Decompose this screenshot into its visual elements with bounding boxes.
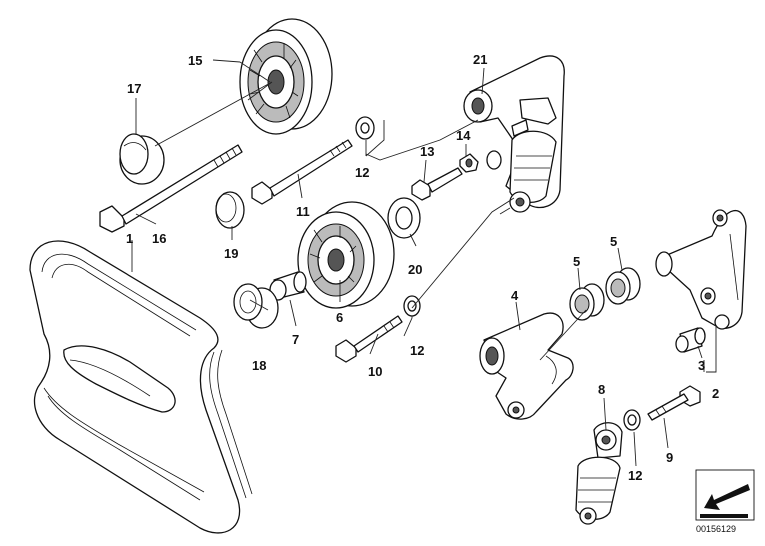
callout-12-top: 12 — [355, 165, 369, 180]
bolt-11[interactable] — [251, 139, 353, 205]
washer-20[interactable] — [387, 197, 421, 239]
callout-12-right: 12 — [628, 468, 642, 483]
callout-18: 18 — [252, 358, 266, 373]
callout-5-right: 5 — [610, 234, 617, 249]
callout-11: 11 — [296, 204, 310, 219]
callout-3: 3 — [698, 358, 705, 373]
idler-pulley-15[interactable] — [239, 18, 333, 135]
callout-1: 1 — [126, 231, 133, 246]
needle-bearing-5-left[interactable] — [569, 283, 605, 321]
callout-6: 6 — [336, 310, 343, 325]
needle-bearing-5-right[interactable] — [605, 267, 641, 305]
washer-12-middle[interactable] — [403, 295, 421, 317]
callout-7: 7 — [292, 332, 299, 347]
idler-pulley-6[interactable] — [297, 201, 395, 309]
dust-cap-17[interactable] — [119, 133, 165, 185]
dust-cap-19[interactable] — [215, 191, 245, 229]
callout-17: 17 — [127, 81, 141, 96]
tensioner-arm-4[interactable] — [479, 312, 574, 420]
callout-19: 19 — [224, 246, 238, 261]
clip-nut-14[interactable] — [459, 153, 479, 173]
belt-tensioner-21[interactable] — [463, 55, 565, 213]
callout-20: 20 — [408, 262, 422, 277]
bolt-10[interactable] — [335, 315, 403, 363]
callout-5-left: 5 — [573, 254, 580, 269]
callout-10: 10 — [368, 364, 382, 379]
callout-labels: 15 17 16 1 11 19 12 13 14 21 20 6 7 18 1… — [126, 52, 719, 483]
callout-9: 9 — [666, 450, 673, 465]
callout-13: 13 — [420, 144, 434, 159]
callout-12-middle: 12 — [410, 343, 424, 358]
drive-belt[interactable] — [29, 240, 253, 534]
mounting-bracket-2[interactable] — [655, 209, 747, 330]
bushing-3[interactable] — [675, 327, 706, 353]
callout-21: 21 — [473, 52, 487, 67]
callout-15: 15 — [188, 53, 202, 68]
washer-12-right[interactable] — [623, 409, 641, 431]
navigation-arrow-icon[interactable] — [695, 469, 755, 521]
bolt-9[interactable] — [647, 385, 701, 421]
leader-lines — [131, 59, 717, 467]
hydraulic-damper-8[interactable] — [575, 422, 623, 525]
callout-2: 2 — [712, 386, 719, 401]
dust-cap-18[interactable] — [233, 283, 279, 329]
bolt-13[interactable] — [411, 167, 463, 201]
washer-12-top[interactable] — [355, 116, 375, 140]
callout-8: 8 — [598, 382, 605, 397]
diagram-id: 00156129 — [696, 524, 736, 534]
callout-14: 14 — [456, 128, 471, 143]
long-bolt[interactable] — [99, 144, 243, 233]
callout-16: 16 — [152, 231, 166, 246]
callout-4: 4 — [511, 288, 519, 303]
